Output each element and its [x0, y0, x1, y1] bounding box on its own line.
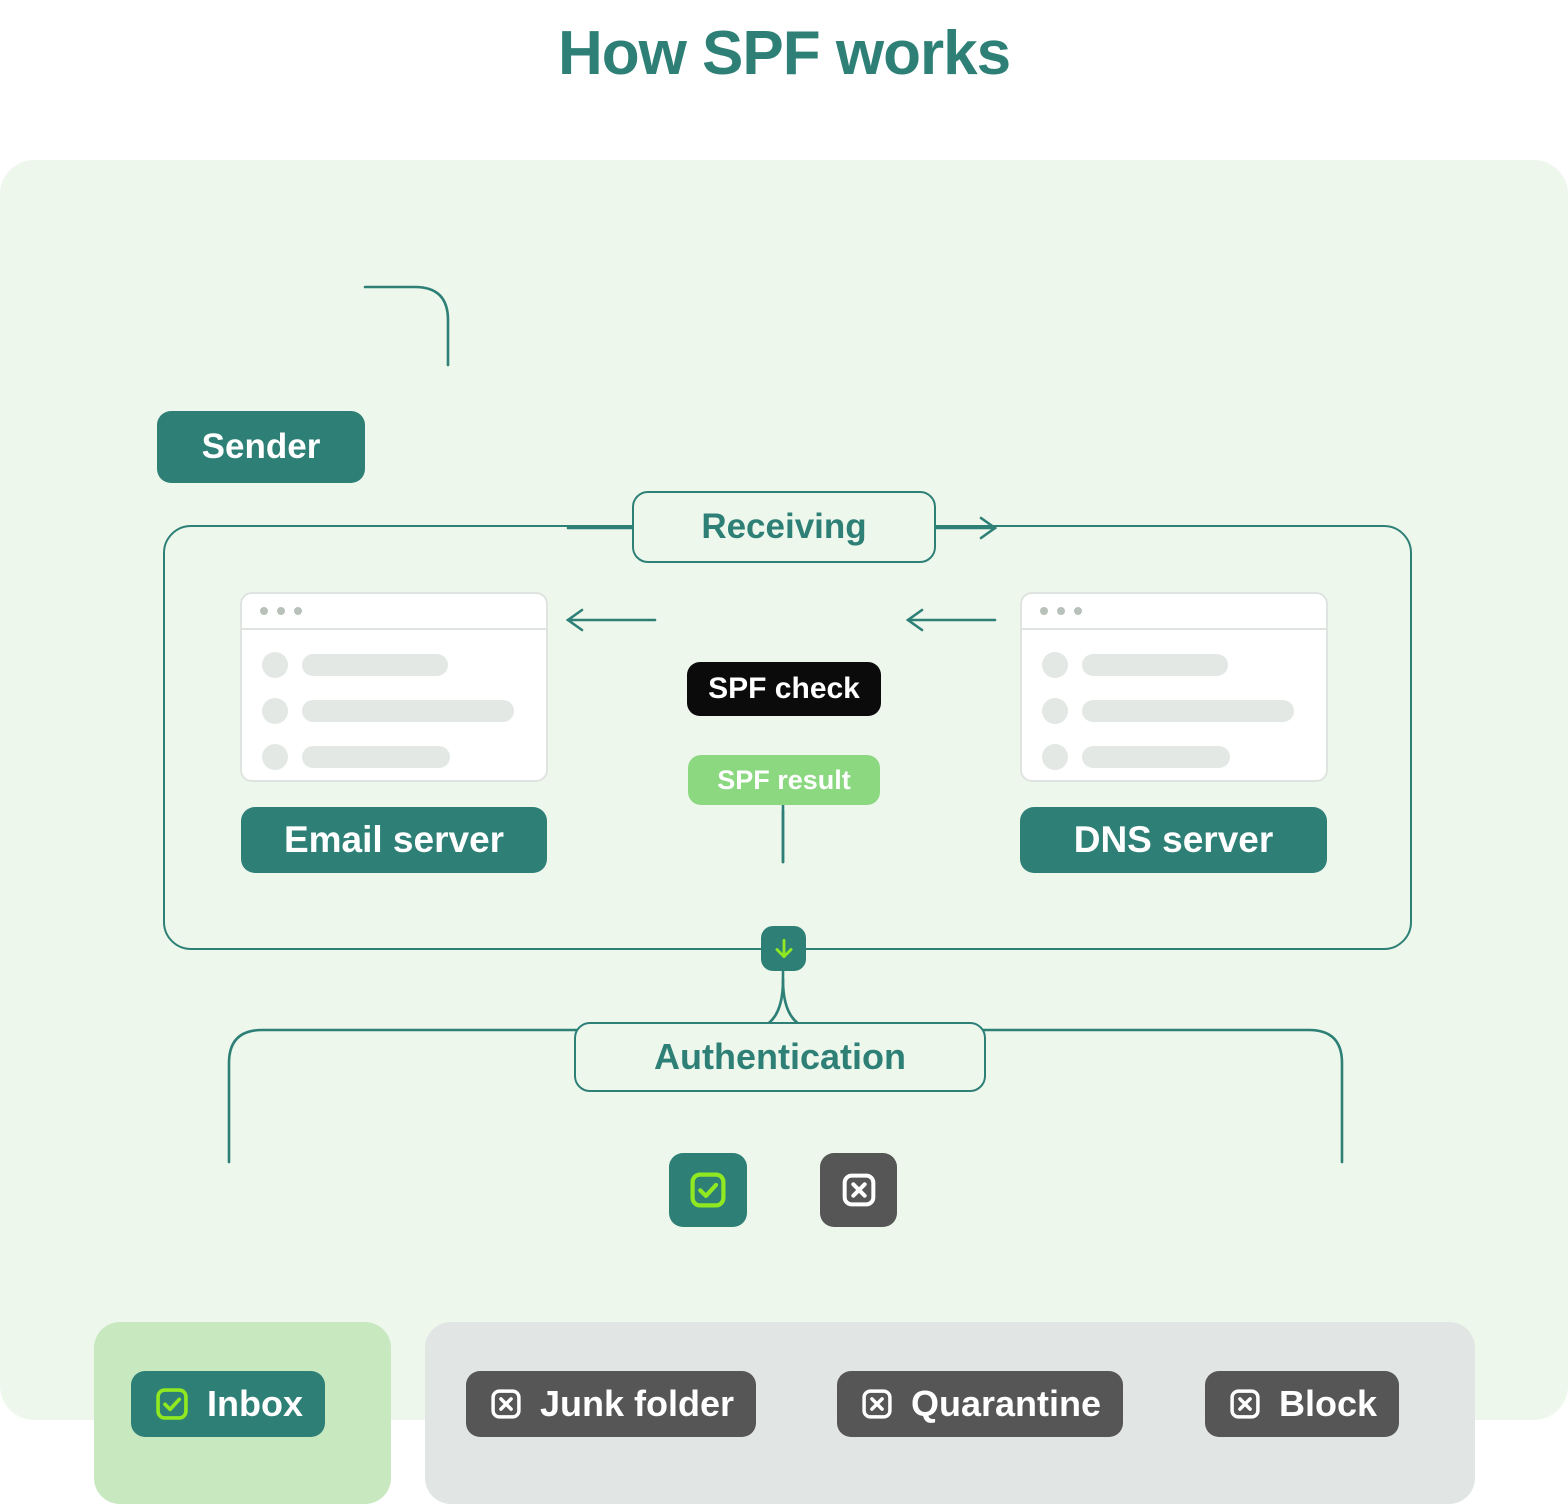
- authentication-label[interactable]: Authentication: [574, 1022, 986, 1092]
- x-square-icon: [862, 1389, 892, 1419]
- avatar-placeholder-icon: [1042, 744, 1068, 770]
- dns-server-window: [1020, 592, 1328, 782]
- spf-result-chip[interactable]: SPF result: [688, 755, 880, 805]
- result-block[interactable]: Block: [1205, 1371, 1400, 1437]
- text-placeholder-bar: [1082, 700, 1294, 722]
- window-content: [1022, 630, 1326, 770]
- x-square-icon: [842, 1173, 875, 1207]
- result-junk-folder-label: Junk folder: [540, 1383, 735, 1424]
- arrow-down-badge: [761, 926, 806, 971]
- email-server-window: [240, 592, 548, 782]
- check-square-icon: [690, 1172, 726, 1208]
- avatar-placeholder-icon: [262, 652, 288, 678]
- result-inbox[interactable]: Inbox: [131, 1371, 325, 1437]
- placeholder-row: [1042, 652, 1326, 678]
- receiving-label[interactable]: Receiving: [632, 491, 936, 563]
- window-dot-icon: [1074, 607, 1082, 615]
- text-placeholder-bar: [302, 654, 448, 676]
- text-placeholder-bar: [1082, 654, 1228, 676]
- placeholder-row: [262, 652, 546, 678]
- authentication-pass-badge: [669, 1153, 747, 1227]
- text-placeholder-bar: [302, 700, 514, 722]
- window-dot-icon: [277, 607, 285, 615]
- placeholder-row: [262, 744, 546, 770]
- avatar-placeholder-icon: [1042, 652, 1068, 678]
- x-square-icon: [1230, 1389, 1260, 1419]
- page-title: How SPF works: [557, 19, 1011, 88]
- avatar-placeholder-icon: [1042, 698, 1068, 724]
- result-junk-folder[interactable]: Junk folder: [466, 1371, 757, 1437]
- authentication-fail-badge: [820, 1153, 897, 1227]
- result-block-label: Block: [1279, 1383, 1378, 1424]
- diagram-canvas: Sender Receiving: [0, 160, 1568, 1504]
- text-placeholder-bar: [302, 746, 450, 768]
- check-square-icon: [156, 1388, 188, 1420]
- placeholder-row: [1042, 698, 1326, 724]
- result-quarantine-label: Quarantine: [911, 1383, 1102, 1424]
- arrow-down-icon: [775, 938, 792, 958]
- window-title-bar: [1022, 594, 1326, 630]
- placeholder-row: [262, 698, 546, 724]
- email-server-label[interactable]: Email server: [241, 807, 547, 873]
- x-square-icon: [491, 1389, 521, 1419]
- window-content: [242, 630, 546, 770]
- avatar-placeholder-icon: [262, 744, 288, 770]
- window-dot-icon: [294, 607, 302, 615]
- sender-box[interactable]: Sender: [157, 411, 365, 483]
- window-dot-icon: [1057, 607, 1065, 615]
- window-title-bar: [242, 594, 546, 630]
- avatar-placeholder-icon: [262, 698, 288, 724]
- result-inbox-label: Inbox: [207, 1383, 303, 1424]
- window-dot-icon: [260, 607, 268, 615]
- placeholder-row: [1042, 744, 1326, 770]
- window-dot-icon: [1040, 607, 1048, 615]
- spf-check-chip[interactable]: SPF check: [687, 662, 881, 716]
- dns-server-label[interactable]: DNS server: [1020, 807, 1327, 873]
- text-placeholder-bar: [1082, 746, 1230, 768]
- result-quarantine[interactable]: Quarantine: [837, 1371, 1124, 1437]
